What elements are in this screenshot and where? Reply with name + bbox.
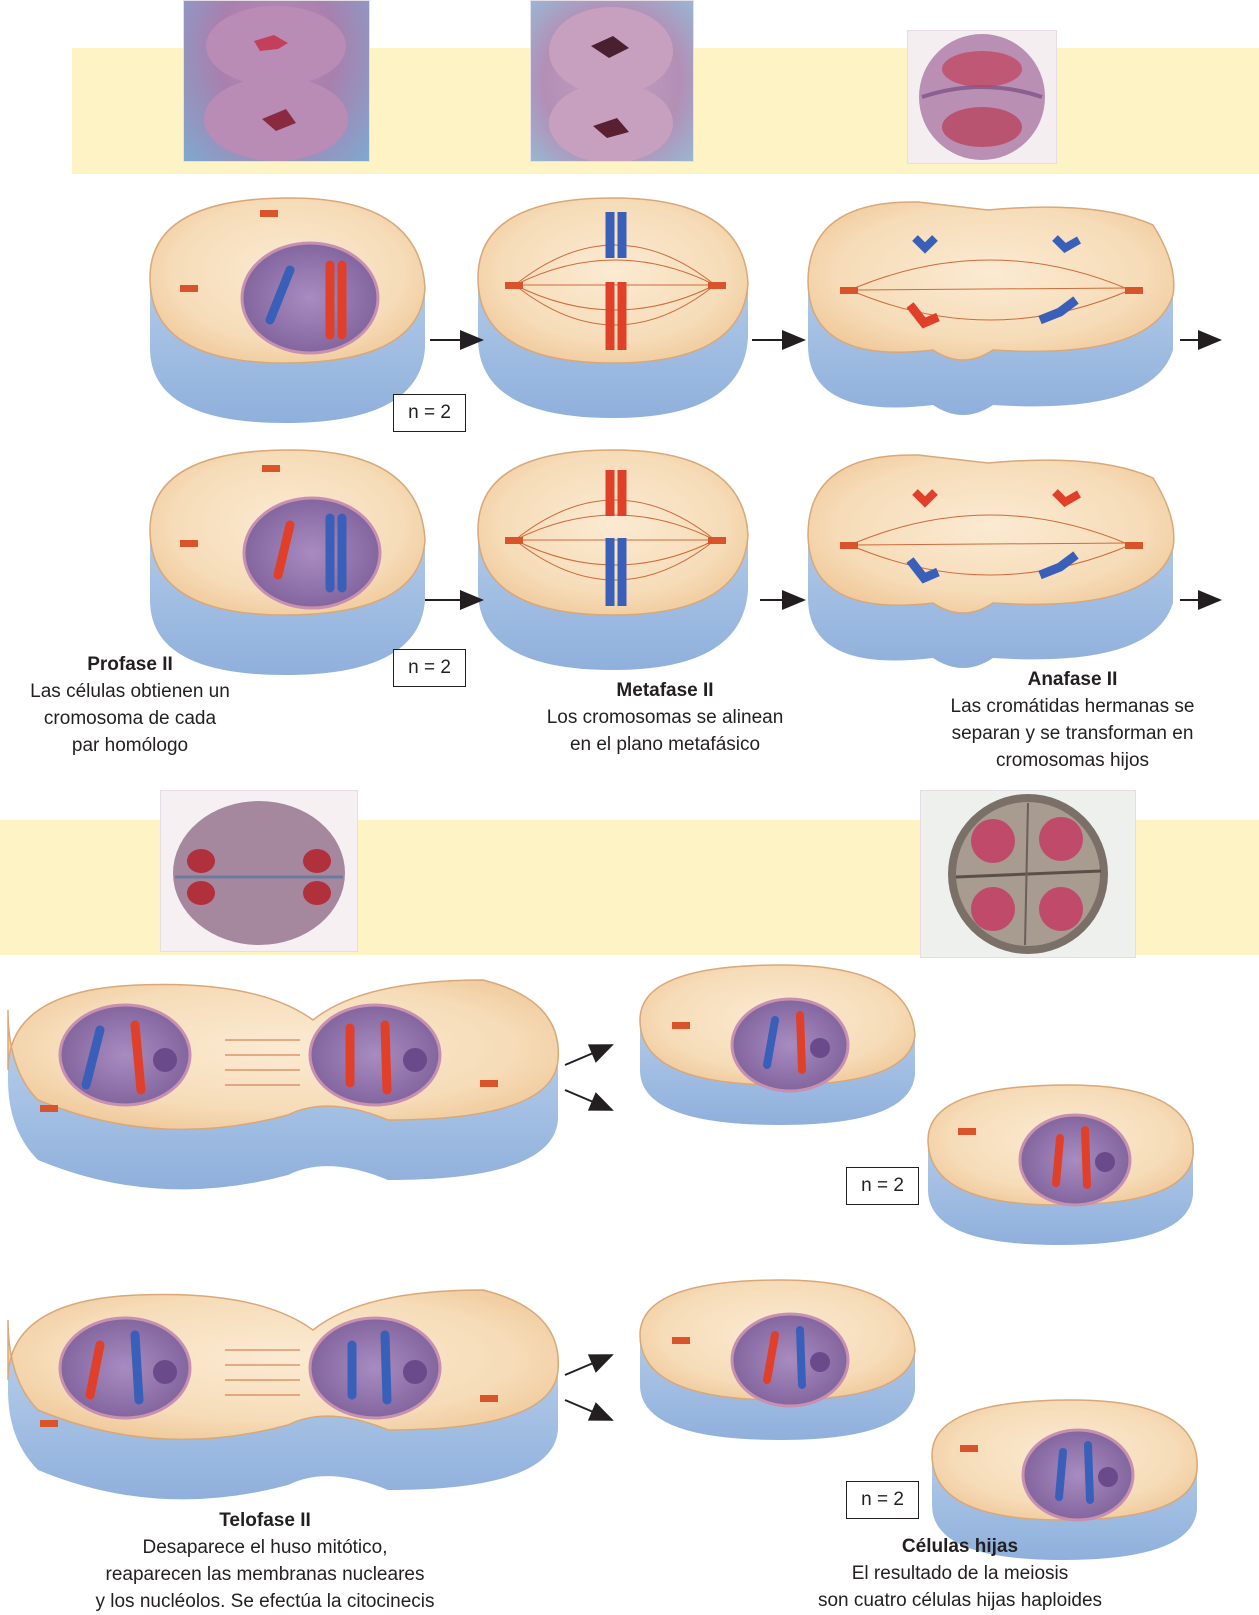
cell-telophase-b xyxy=(8,1290,558,1499)
caption-prophase: Profase II Las células obtienen un cromo… xyxy=(0,651,260,759)
arrow xyxy=(565,1400,612,1420)
arrow xyxy=(565,1090,612,1110)
caption-line: El resultado de la meiosis xyxy=(770,1560,1150,1587)
caption-line: Desaparece el huso mitótico, xyxy=(65,1534,465,1561)
ploidy-label: n = 2 xyxy=(846,1481,919,1519)
caption-line: son cuatro células hijas haploides xyxy=(770,1587,1150,1614)
caption-title: Metafase II xyxy=(510,677,820,704)
caption-line: y los nucléolos. Se efectúa la citocinec… xyxy=(65,1588,465,1615)
cell-telophase-a xyxy=(8,980,558,1189)
daughter-cell-2 xyxy=(928,1085,1193,1245)
ploidy-label: n = 2 xyxy=(393,649,466,687)
caption-telophase: Telofase II Desaparece el huso mitótico,… xyxy=(65,1507,465,1615)
caption-line: Los cromosomas se alinean xyxy=(510,704,820,731)
cell-metaphase-b xyxy=(478,450,748,670)
caption-title: Células hijas xyxy=(770,1533,1150,1560)
caption-title: Anafase II xyxy=(900,666,1245,693)
caption-line: Las cromátidas hermanas se xyxy=(900,693,1245,720)
caption-line: cromosoma de cada xyxy=(0,705,260,732)
ploidy-label: n = 2 xyxy=(846,1167,919,1205)
daughter-cell-1 xyxy=(640,965,915,1125)
caption-line: cromosomas hijos xyxy=(900,747,1245,774)
caption-title: Profase II xyxy=(0,651,260,678)
caption-line: reaparecen las membranas nucleares xyxy=(65,1561,465,1588)
caption-title: Telofase II xyxy=(65,1507,465,1534)
cell-prophase-b xyxy=(150,450,425,675)
caption-line: en el plano metafásico xyxy=(510,731,820,758)
ploidy-label: n = 2 xyxy=(393,394,466,432)
daughter-cell-3 xyxy=(640,1280,915,1440)
cell-metaphase-a xyxy=(478,198,748,418)
caption-daughter-cells: Células hijas El resultado de la meiosis… xyxy=(770,1533,1150,1614)
cell-anaphase-b xyxy=(808,455,1174,668)
cell-anaphase-a xyxy=(808,202,1174,415)
arrow xyxy=(565,1045,612,1065)
caption-line: par homólogo xyxy=(0,732,260,759)
caption-line: Las células obtienen un xyxy=(0,678,260,705)
caption-anaphase: Anafase II Las cromátidas hermanas se se… xyxy=(900,666,1245,774)
cell-prophase-a xyxy=(150,198,425,423)
caption-metaphase: Metafase II Los cromosomas se alinean en… xyxy=(510,677,820,758)
caption-line: separan y se transforman en xyxy=(900,720,1245,747)
arrow xyxy=(565,1355,612,1375)
